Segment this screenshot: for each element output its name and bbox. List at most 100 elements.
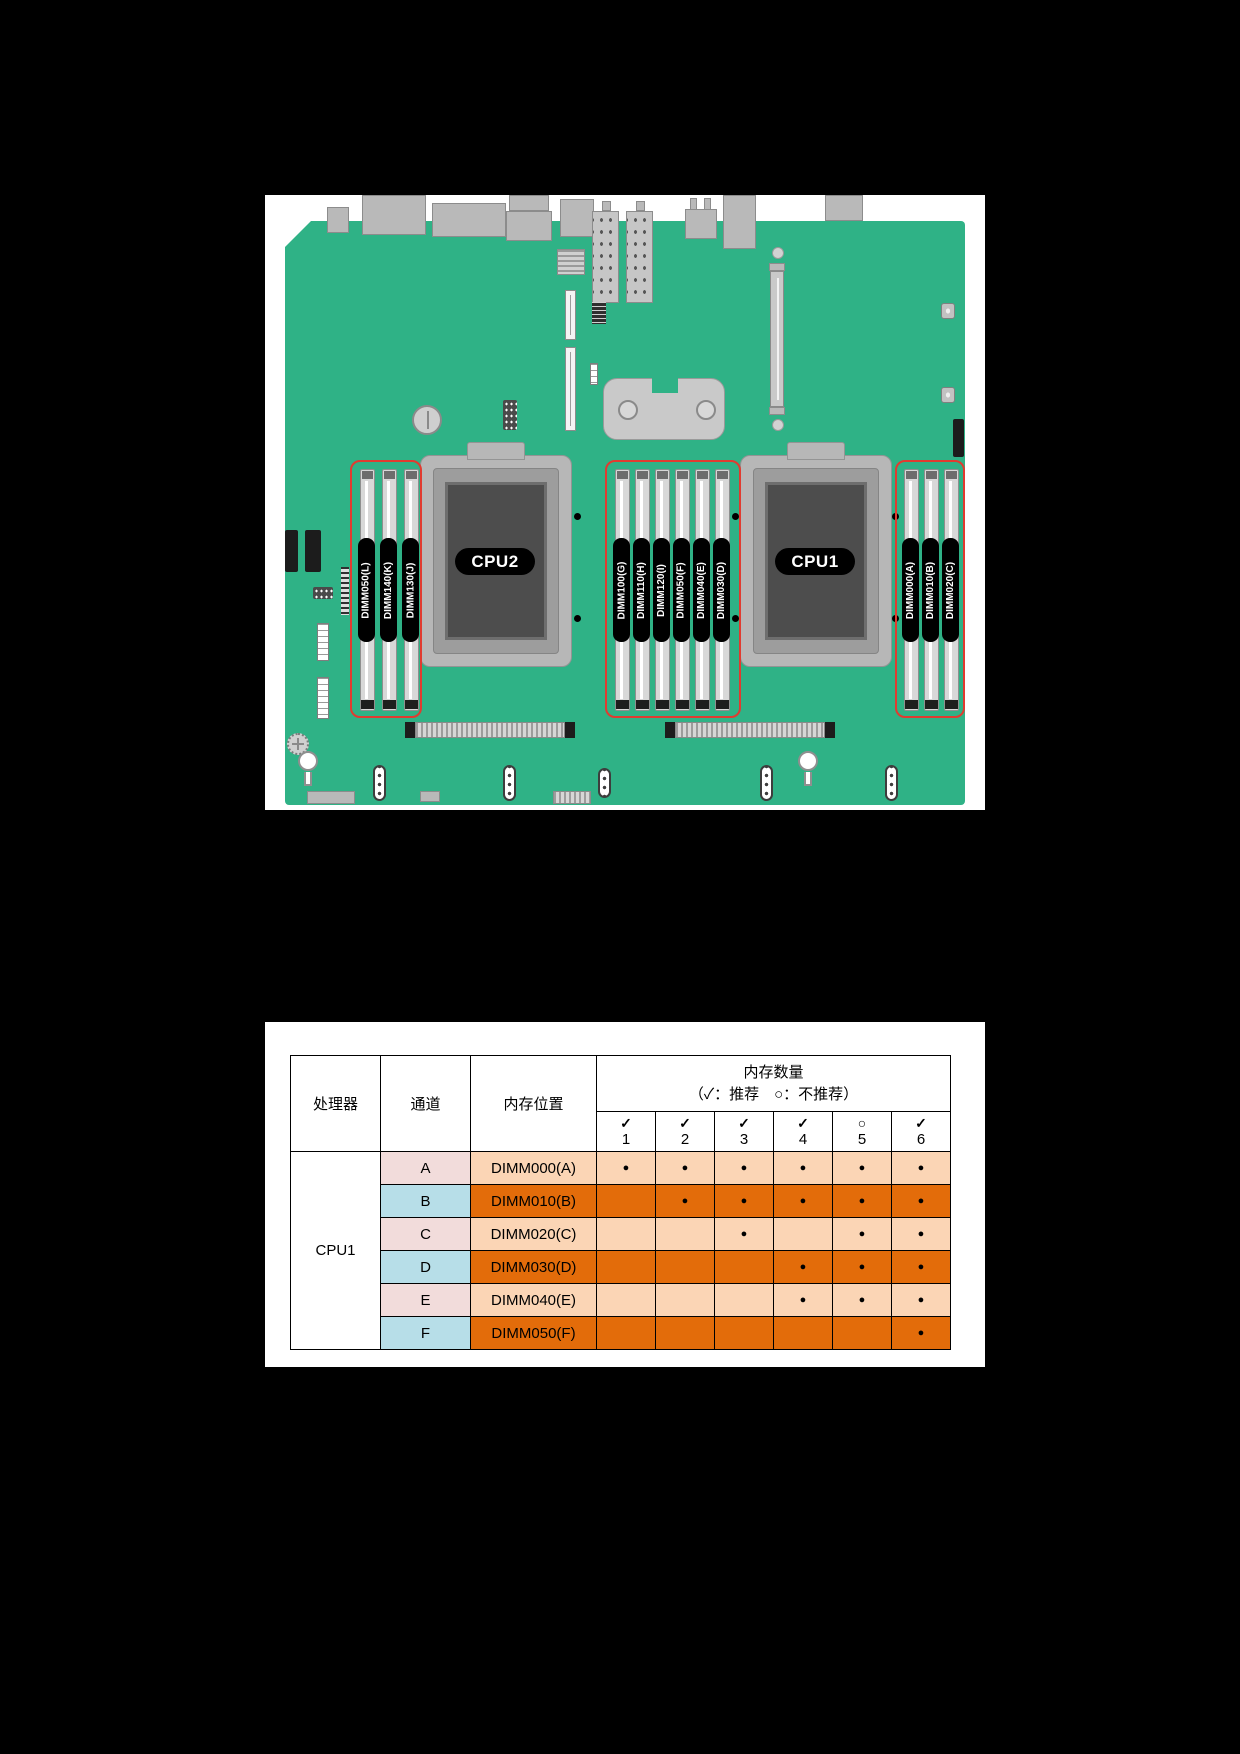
col-header-1: ✓1 [596, 1111, 656, 1152]
dot-cell: ● [655, 1184, 715, 1218]
dot-cell [773, 1316, 833, 1350]
dimm-label: DIMM140(K) [380, 538, 397, 642]
dot-cell [596, 1217, 656, 1251]
power-header [317, 623, 329, 661]
screw-hole [772, 419, 784, 431]
dot-cell: ● [773, 1250, 833, 1284]
table-row-channel-b: B DIMM010(B) ● ● ● ● ● [291, 1184, 951, 1218]
cmos-battery [412, 405, 442, 435]
dot-cell: ● [832, 1283, 892, 1317]
location-cell: DIMM050(F) [470, 1316, 597, 1350]
quantity-legend: （✓：推荐 ○：不推荐） [688, 1085, 859, 1103]
dot-cell: ● [596, 1151, 656, 1185]
header-processor: 处理器 [290, 1055, 381, 1152]
col-header-4: ✓4 [773, 1111, 833, 1152]
rear-io-connector [362, 195, 426, 235]
dot-cell [596, 1316, 656, 1350]
connector-cap [665, 722, 675, 738]
connector-cap [769, 407, 785, 415]
location-cell: DIMM020(C) [470, 1217, 597, 1251]
sfp-tab [636, 201, 645, 211]
table-row-channel-e: E DIMM040(E) ● ● ● [291, 1283, 951, 1317]
standoff [941, 303, 955, 319]
bottom-connector [373, 765, 386, 801]
dot-cell: ● [891, 1316, 951, 1350]
dot-cell: ● [891, 1250, 951, 1284]
dot-cell: ● [832, 1250, 892, 1284]
table-row-channel-a: CPU1 A DIMM000(A) ● ● ● ● ● ● [290, 1151, 951, 1350]
processor-cell: CPU1 [290, 1151, 381, 1350]
dimm-label: DIMM040(E) [693, 538, 710, 642]
dot-cell [655, 1250, 715, 1284]
dot-cell [655, 1217, 715, 1251]
dimm-slot: DIMM140(K) [380, 469, 397, 711]
bottom-edge-connector [420, 791, 440, 802]
small-connector [592, 302, 606, 324]
dot-cell: ● [891, 1151, 951, 1185]
dimm-label: DIMM010(B) [922, 538, 939, 642]
dot-cell: ● [891, 1283, 951, 1317]
dimm-slot: DIMM100(G) [613, 469, 630, 711]
rear-io-connector [685, 209, 717, 239]
backplane-connector [415, 722, 565, 738]
standoff [941, 387, 955, 403]
col-header-5: ○5 [832, 1111, 892, 1152]
dimm-slot: DIMM010(B) [922, 469, 939, 711]
power-socket [723, 195, 756, 249]
long-edge-connector [770, 271, 784, 407]
connector-cap [565, 722, 575, 738]
screw-hole [574, 513, 581, 520]
connector-cap [825, 722, 835, 738]
power-header [317, 677, 329, 719]
screw-hole [732, 615, 739, 622]
dimm-group-left: DIMM050(L) DIMM140(K) DIMM130(J) [350, 460, 422, 718]
channel-cell: A [380, 1151, 471, 1185]
socket-tab [787, 442, 845, 460]
dot-cell [714, 1250, 774, 1284]
header-channel: 通道 [380, 1055, 471, 1152]
dot-cell: ● [714, 1184, 774, 1218]
screw-hole [772, 247, 784, 259]
dimm-slot: DIMM000(A) [902, 469, 919, 711]
dimm-label: DIMM050(F) [673, 538, 690, 642]
table-row-channel-c: C DIMM020(C) ● ● ● [291, 1217, 951, 1251]
riser-slot [565, 347, 576, 431]
dimm-group-right: DIMM000(A) DIMM010(B) DIMM020(C) [895, 460, 965, 718]
header-location: 内存位置 [470, 1055, 597, 1152]
dot-cell [596, 1283, 656, 1317]
memory-config-table-panel: 处理器 通道 内存位置 内存数量 （✓：推荐 ○：不推荐） ✓1 ✓2 ✓3 ✓… [265, 1022, 985, 1367]
dot-cell [773, 1217, 833, 1251]
bottom-edge-connector [307, 791, 355, 804]
dimm-group-middle: DIMM100(G) DIMM110(H) DIMM120(I) DIMM050… [605, 460, 741, 718]
rear-io-connector [327, 207, 349, 233]
sfp-cage [592, 211, 619, 303]
col-header-2: ✓2 [655, 1111, 715, 1152]
dimm-label: DIMM030(D) [713, 538, 730, 642]
dimm-label: DIMM050(L) [358, 538, 375, 642]
dimm-slot: DIMM020(C) [942, 469, 959, 711]
table-row-channel-f: F DIMM050(F) ● [291, 1316, 951, 1350]
keyhole-tail [304, 772, 312, 786]
dimm-slot: DIMM050(F) [673, 469, 690, 711]
memory-config-table: 处理器 通道 内存位置 内存数量 （✓：推荐 ○：不推荐） ✓1 ✓2 ✓3 ✓… [290, 1055, 951, 1350]
dimm-label: DIMM100(G) [613, 538, 630, 642]
keyhole-standoff [798, 751, 818, 771]
cpu2-label: CPU2 [455, 548, 535, 575]
channel-cell: C [380, 1217, 471, 1251]
location-cell: DIMM000(A) [470, 1151, 597, 1185]
dimm-label: DIMM120(I) [653, 538, 670, 642]
screw-hole [732, 513, 739, 520]
keyhole-tail [804, 772, 812, 786]
vertical-connector [565, 290, 576, 340]
chip-heatsink [557, 249, 585, 275]
dot-cell: ● [832, 1184, 892, 1218]
dot-cell [655, 1316, 715, 1350]
edge-connector [285, 530, 298, 572]
dot-cell: ● [655, 1151, 715, 1185]
dot-cell: ● [773, 1184, 833, 1218]
col-header-3: ✓3 [714, 1111, 774, 1152]
screw-hole [574, 615, 581, 622]
channel-cell: D [380, 1250, 471, 1284]
dot-cell: ● [891, 1184, 951, 1218]
